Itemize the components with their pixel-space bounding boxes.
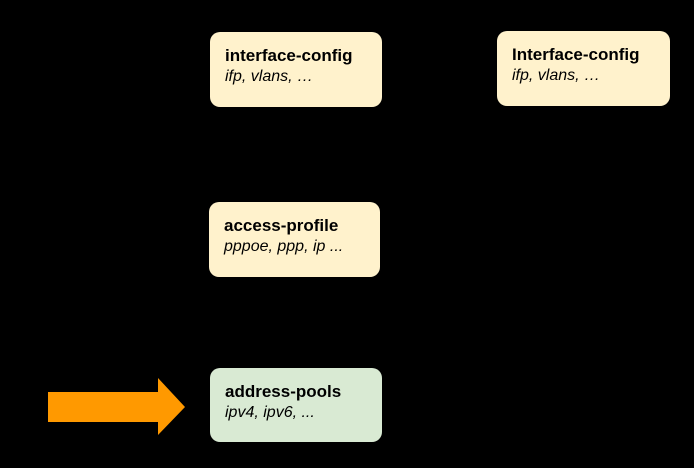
node-title: address-pools	[225, 382, 342, 401]
node-access-profile: access-profile pppoe, ppp, ip ...	[209, 202, 380, 277]
node-title: access-profile	[224, 216, 339, 235]
node-address-pools: address-pools ipv4, ipv6, ...	[210, 368, 382, 442]
right-arrow-icon	[48, 378, 185, 435]
node-title: Interface-config	[512, 45, 640, 64]
node-interface-config-right: Interface-config ifp, vlans, …	[497, 31, 670, 106]
node-subtitle: ipv4, ipv6, ...	[225, 404, 315, 421]
node-subtitle: pppoe, ppp, ip ...	[224, 238, 344, 255]
node-title: interface-config	[225, 46, 353, 65]
node-interface-config-left: interface-config ifp, vlans, …	[210, 32, 382, 107]
node-subtitle: ifp, vlans, …	[512, 67, 601, 84]
right-arrow-shape	[48, 378, 185, 435]
node-subtitle: ifp, vlans, …	[225, 68, 314, 85]
